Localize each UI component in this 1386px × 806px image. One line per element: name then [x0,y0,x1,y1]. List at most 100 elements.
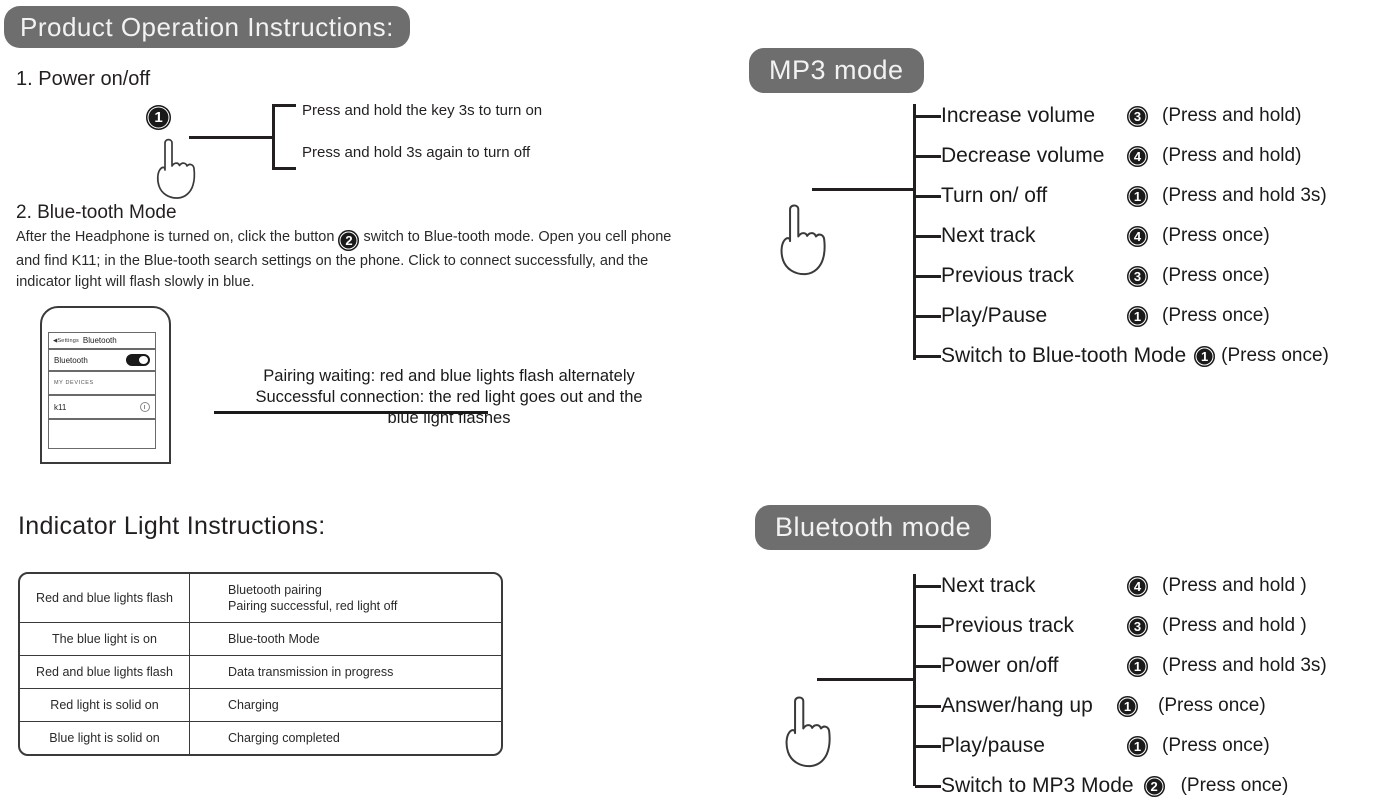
branch-tick [915,744,941,748]
branch-tick [915,234,941,238]
bt-action: Switch to MP3 Mode [941,774,1134,797]
power-branch-2 [272,167,296,170]
list-item: Switch to Blue-tooth Mode 1 (Press once) [915,336,1329,376]
mp3-press-note: (Press once) [1162,265,1270,286]
bluetooth-mode-function-list: Next track 4 (Press and hold ) Previous … [915,566,1327,806]
table-row: Blue light is solid on Charging complete… [20,722,501,754]
branch-tick [915,664,941,668]
bt-action: Play/pause [941,734,1045,757]
back-chevron-icon[interactable]: ◀Settings [53,337,79,344]
bt-press-note: (Press and hold ) [1162,615,1307,636]
bt-press-note: (Press and hold 3s) [1162,655,1327,676]
mp3-button-badge: 1 [1127,185,1148,207]
table-row: Red and blue lights flash Data transmiss… [20,656,501,689]
info-icon[interactable] [140,402,150,412]
phone-device-row[interactable]: k11 [48,395,156,419]
bt-button-badge: 1 [1127,655,1148,677]
mp3-action: Previous track [941,264,1075,287]
phone-bluetooth-settings-mockup: ◀Settings Bluetooth Bluetooth MY DEVICES… [40,306,173,466]
mp3-mode-function-list: Increase volume 3 (Press and hold) Decre… [915,96,1329,376]
bt-button-badge: 1 [1127,735,1148,757]
mp3-button-badge: 1 [1194,345,1216,367]
mp3-connector-stem [812,188,915,191]
mp3-button-badge: 4 [1127,145,1148,167]
table-row: Red and blue lights flash Bluetooth pair… [20,574,501,623]
branch-tick [915,194,941,198]
power-branch-1 [272,104,296,107]
bt-action: Answer/hang up [941,694,1093,717]
indicator-meaning: Blue-tooth Mode [228,632,320,646]
bt-button-badge: 3 [1127,615,1148,637]
list-item: Next track 4 (Press and hold ) [915,566,1327,606]
mp3-action: Next track [941,224,1036,247]
list-item: Previous track 3 (Press and hold ) [915,606,1327,646]
mp3-connector-spine [913,104,916,360]
table-row: Red light is solid on Charging [20,689,501,722]
phone-nav-title: Bluetooth [82,336,117,345]
power-connector-spine [272,104,275,170]
my-devices-label: MY DEVICES [54,380,94,386]
indicator-light-table: Red and blue lights flash Bluetooth pair… [18,572,503,756]
bluetooth-connector-spine [913,574,916,786]
table-row: The blue light is on Blue-tooth Mode [20,623,501,656]
button-badge-2-inline: 2 [338,230,360,251]
branch-tick [915,314,941,318]
list-item: Next track 4 (Press once) [915,216,1329,256]
branch-tick [915,154,941,158]
pairing-success-line: Successful connection: the red light goe… [255,388,643,406]
power-connector-stem [189,136,273,139]
bt-press-note: (Press once) [1180,775,1289,796]
mp3-action: Turn on/ off [941,184,1048,207]
pairing-waiting-line: Pairing waiting: red and blue lights fla… [263,367,635,385]
pointing-hand-icon [156,138,196,199]
pairing-status-note: Pairing waiting: red and blue lights fla… [214,366,684,429]
mp3-press-note: (Press and hold) [1162,145,1302,166]
button-badge-1: 1 [146,105,171,130]
bt-action: Previous track [941,614,1075,637]
list-item: Decrease volume 4 (Press and hold) [915,136,1329,176]
bluetooth-connector-stem [817,678,915,681]
mp3-action: Decrease volume [941,144,1105,167]
paragraph-text-part-1: After the Headphone is turned on, click … [16,229,339,245]
bluetooth-toggle-switch[interactable] [126,354,150,366]
branch-tick [915,784,941,788]
bt-press-note: (Press once) [1158,695,1266,716]
mp3-press-note: (Press once) [1221,345,1329,366]
indicator-state: Red and blue lights flash [20,656,190,688]
branch-tick [915,274,941,278]
bt-press-note: (Press once) [1162,735,1270,756]
list-item: Previous track 3 (Press once) [915,256,1329,296]
indicator-meaning: Charging [228,698,279,712]
mp3-button-badge: 4 [1127,225,1148,247]
mp3-action: Play/Pause [941,304,1048,327]
bt-action: Next track [941,574,1036,597]
page-title: Product Operation Instructions: [4,6,410,48]
list-item: Power on/off 1 (Press and hold 3s) [915,646,1327,686]
section-2-heading: 2. Blue-tooth Mode [16,202,177,223]
list-item: Increase volume 3 (Press and hold) [915,96,1329,136]
list-item: Switch to MP3 Mode 2 (Press once) [915,766,1327,806]
bluetooth-mode-title: Bluetooth mode [755,505,992,550]
mp3-button-badge: 3 [1127,265,1148,287]
branch-tick [915,114,941,118]
mp3-press-note: (Press and hold) [1162,105,1302,126]
pointing-hand-icon [785,696,831,768]
list-item: Play/Pause 1 (Press once) [915,296,1329,336]
pointing-hand-icon [780,204,826,276]
bt-press-note: (Press and hold ) [1162,575,1307,596]
paragraph-text-part-2: switch to Blue-tooth mode. Open you cell… [16,229,672,290]
mp3-press-note: (Press and hold 3s) [1162,185,1327,206]
branch-tick [915,624,941,628]
bt-action: Power on/off [941,654,1059,677]
indicator-meaning: Bluetooth pairing Pairing successful, re… [228,583,398,613]
phone-empty-row [48,419,156,449]
device-name-label: k11 [54,402,67,412]
phone-nav-bar: ◀Settings Bluetooth [48,332,156,349]
mp3-action: Switch to Blue-tooth Mode [941,344,1187,367]
list-item: Answer/hang up 1 (Press once) [915,686,1327,726]
indicator-state: Blue light is solid on [20,722,190,754]
phone-bluetooth-toggle-row[interactable]: Bluetooth [48,349,156,371]
power-on-label: Press and hold the key 3s to turn on [302,102,543,119]
indicator-section-heading: Indicator Light Instructions: [18,512,326,540]
indicator-state: Red and blue lights flash [20,574,190,622]
